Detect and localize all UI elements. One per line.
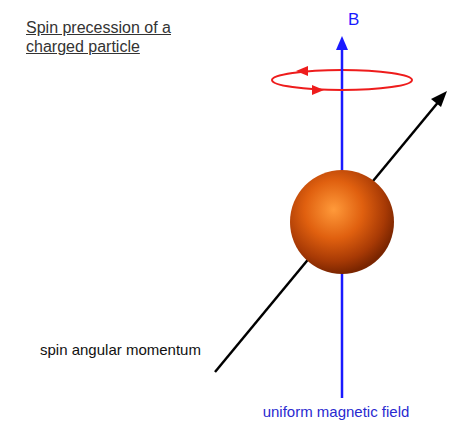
field-label: uniform magnetic field (222, 403, 450, 421)
field-symbol: B (348, 10, 378, 30)
charged-particle (290, 170, 394, 274)
precession-arrowhead-back (296, 66, 308, 76)
spin-vector (215, 100, 440, 372)
diagram-title: Spin precession of a charged particle (26, 18, 196, 56)
precession-path-front (272, 80, 412, 90)
spin-label: spin angular momentum (40, 341, 218, 359)
precession-arrowhead-front (312, 85, 324, 95)
field-arrowhead (336, 36, 348, 50)
spin-arrowhead (431, 91, 447, 107)
